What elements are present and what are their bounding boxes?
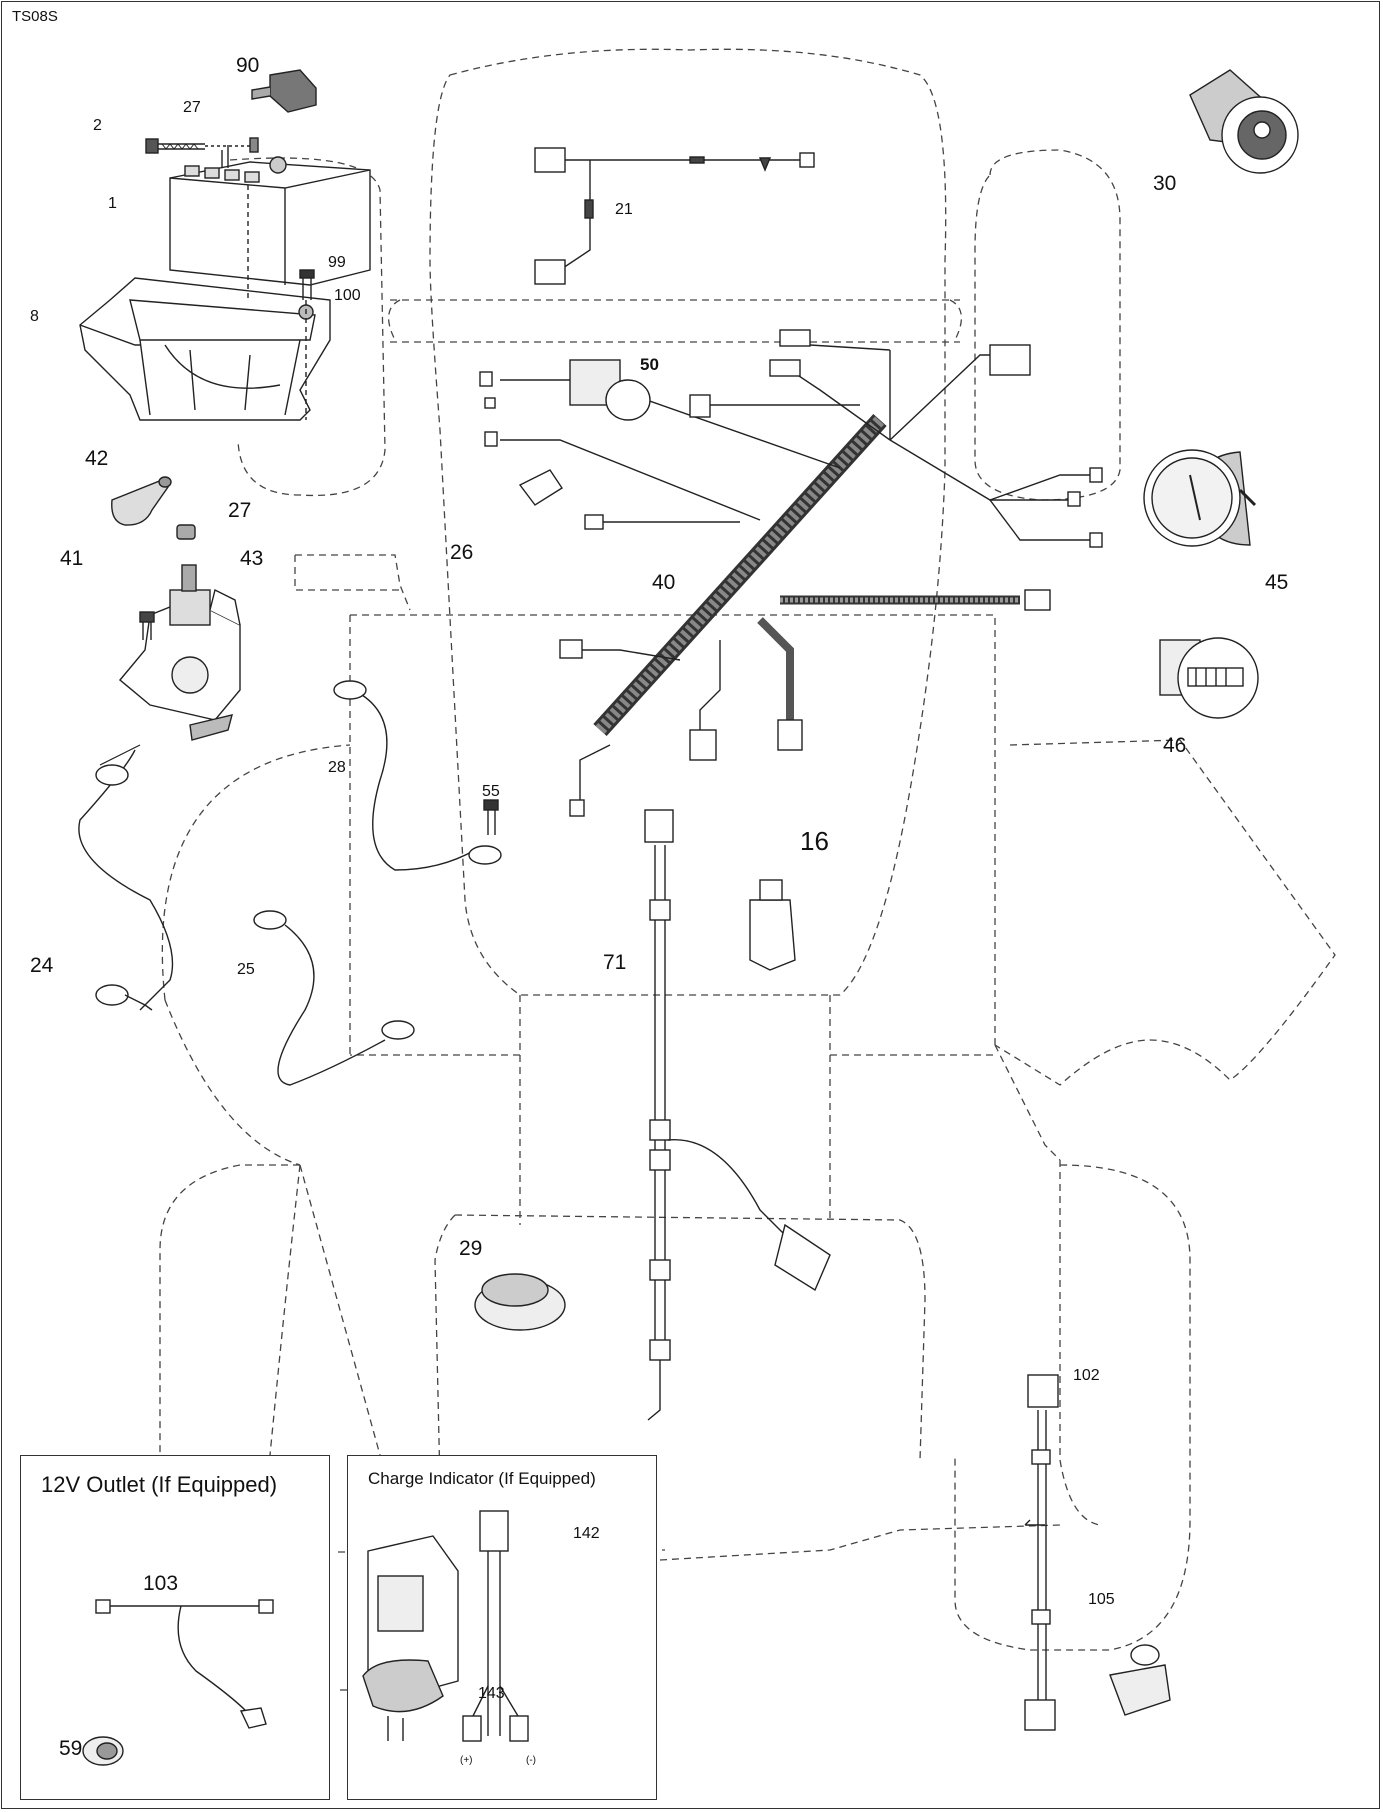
label-100: 100: [334, 287, 361, 304]
cable-24: [78, 714, 233, 1011]
battery: [169, 145, 371, 286]
label-41: 41: [60, 547, 84, 570]
meter-46: [1159, 637, 1259, 719]
label-71: 71: [603, 951, 627, 974]
label-105: 105: [1088, 1591, 1115, 1608]
label-99: 99: [328, 254, 346, 271]
label-1: 1: [108, 195, 117, 212]
charge-inset-title: Charge Indicator (If Equipped): [368, 1469, 596, 1488]
label-142: 142: [573, 1525, 600, 1542]
label-103: 103: [143, 1572, 179, 1595]
outlet-inset-box: 12V Outlet (If Equipped) 103 59: [20, 1455, 330, 1800]
fuse-26: [518, 469, 563, 506]
label-46: 46: [1163, 734, 1187, 757]
relay-16: [749, 879, 796, 971]
label-143: 143: [478, 1685, 505, 1702]
label-29: 29: [459, 1237, 483, 1260]
label-2: 2: [93, 117, 102, 134]
tractor-outline: [159, 48, 1336, 1691]
label-45: 45: [1265, 571, 1289, 594]
outlet-harness-drawing: [82, 1599, 274, 1766]
terminal-boot: [111, 476, 172, 526]
label-8: 8: [30, 308, 39, 325]
label-42: 42: [85, 447, 109, 470]
charge-inset-box: Charge Indicator (If Equipped) 142 143 (…: [347, 1455, 657, 1800]
label-90: 90: [236, 54, 260, 77]
label-55: 55: [482, 783, 500, 800]
label-21: 21: [615, 201, 633, 218]
cable-25: [253, 910, 415, 1086]
label-24: 24: [30, 954, 54, 977]
solenoid-bolt: [139, 611, 155, 640]
label-16: 16: [800, 826, 829, 856]
relay-105: [1109, 1644, 1171, 1716]
label-27-mid: 27: [228, 499, 252, 522]
battery-bolt: [145, 137, 259, 154]
harness-40: [479, 329, 1103, 817]
harness-71: [644, 809, 831, 1421]
harness-21: [534, 147, 815, 285]
label-50: 50: [640, 355, 659, 374]
label-43: 43: [240, 547, 264, 570]
switch-50: [569, 359, 651, 421]
outlet-inset-title: 12V Outlet (If Equipped): [41, 1472, 278, 1497]
label-26: 26: [450, 541, 474, 564]
label-28: 28: [328, 759, 346, 776]
battery-tray: [79, 277, 331, 421]
charge-indicator-drawing: [362, 1510, 529, 1742]
label-102: 102: [1073, 1367, 1100, 1384]
label-59: 59: [59, 1737, 83, 1760]
model-code: TS08S: [12, 8, 58, 25]
grommet-29: [474, 1273, 566, 1331]
label-30: 30: [1153, 172, 1177, 195]
label-25: 25: [237, 961, 255, 978]
cable-28: [333, 680, 502, 871]
label-40: 40: [652, 571, 676, 594]
key-switch-30: [1189, 69, 1299, 174]
label-minus: (-): [526, 1755, 536, 1766]
harness-102: [1024, 1374, 1059, 1731]
terminal-cover: [251, 69, 317, 113]
bolt-55: [483, 799, 499, 835]
solenoid: [119, 564, 241, 721]
label-plus: (+): [460, 1755, 473, 1766]
nut: [176, 524, 196, 540]
tray-bolt: [247, 185, 315, 420]
label-27-top: 27: [183, 99, 201, 116]
hour-meter-45: [1143, 449, 1257, 547]
